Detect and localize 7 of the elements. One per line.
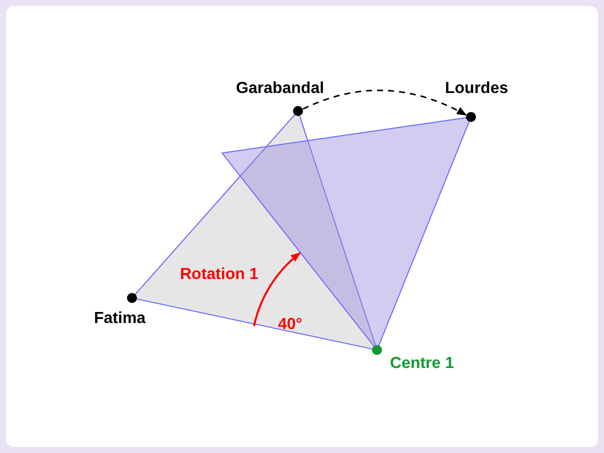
point-label: Lourdes — [445, 80, 508, 98]
angle-label: 40° — [278, 316, 302, 334]
point-label: Garabandal — [236, 80, 324, 98]
angle-label: Rotation 1 — [180, 266, 258, 284]
dashed-arrow — [302, 90, 467, 116]
point-label: Fatima — [94, 310, 146, 328]
point-label: Centre 1 — [390, 355, 454, 373]
